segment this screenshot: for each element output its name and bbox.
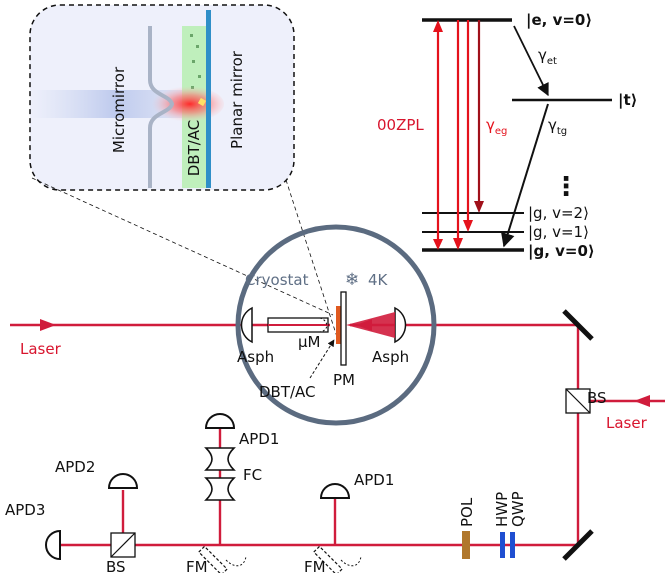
beam-splitter-left <box>110 532 136 558</box>
apd2-label: APD2 <box>55 458 95 476</box>
vibrational-dots: ⋮ <box>553 172 579 202</box>
apd1-top-detector <box>204 413 236 429</box>
laser-left-label: Laser <box>20 340 62 358</box>
e-level-label: |e, v=0⟩ <box>526 11 592 30</box>
micromirror-surface <box>148 26 175 188</box>
flip-mirror-left <box>197 545 247 573</box>
fiber-coupler <box>204 447 236 501</box>
beam-splitter-right <box>565 388 591 414</box>
bs-right-label: BS <box>587 389 607 407</box>
zoom-line-right <box>285 179 339 341</box>
planar-mirror-surface <box>206 10 211 188</box>
emitter-molecule <box>197 97 207 107</box>
cryostat-ring <box>235 224 437 426</box>
asph-left-label: Asph <box>237 348 274 366</box>
polarizer <box>462 531 470 559</box>
g2-level-label: |g, v=2⟩ <box>528 204 589 222</box>
mirror-top-right <box>562 309 594 341</box>
optics: BS BS APD1 APD1 APD2 APD3 FC FM FM POL H… <box>5 309 648 573</box>
cavity-inset: Micromirror DBT/AC Planar mirror <box>29 4 295 191</box>
laser-right-label: Laser <box>606 414 648 432</box>
temperature-label: 4K <box>368 271 389 289</box>
micromirror-label: Micromirror <box>110 66 128 153</box>
apd1-mid-label: APD1 <box>354 471 394 489</box>
flip-mirror-mid <box>312 545 362 573</box>
fc-label: FC <box>243 466 262 484</box>
t-level-label: |t⟩ <box>618 91 638 110</box>
zoom-line-left <box>31 177 334 316</box>
hwp-label: HWP <box>493 492 511 527</box>
gamma-et-label: γet <box>538 46 557 67</box>
apd2-detector <box>107 473 139 489</box>
pm-label: PM <box>333 371 355 389</box>
dbt-ac-label: DBT/AC <box>259 383 316 401</box>
planar-mirror <box>340 291 347 366</box>
cavity-mode-glow <box>148 86 224 122</box>
micromirror-short-label: μM <box>298 333 321 351</box>
zpl-label: 00ZPL <box>377 116 424 134</box>
cryostat: Cryostat ❄ 4K <box>235 224 437 426</box>
gamma-eg-label: γeg <box>486 116 507 137</box>
asph-lens-right <box>394 306 407 344</box>
g0-level-label: |g, v=0⟩ <box>528 242 595 261</box>
phos-arrow <box>501 103 549 248</box>
apd3-detector <box>45 529 61 561</box>
dbt-layer <box>336 306 341 344</box>
cryostat-label: Cryostat <box>245 271 309 289</box>
asph-right-label: Asph <box>372 348 409 366</box>
gamma-tg-label: γtg <box>548 116 567 137</box>
dbt-label: DBT/AC <box>185 120 203 177</box>
apd1-mid-detector <box>319 483 351 499</box>
half-wave-plate <box>500 532 505 558</box>
bs-left-label: BS <box>106 558 126 573</box>
fm-left-label: FM <box>186 558 208 573</box>
qwp-label: QWP <box>509 491 527 527</box>
asph-lens-left <box>240 306 253 344</box>
snowflake-icon: ❄ <box>345 270 359 290</box>
planar-mirror-label: Planar mirror <box>228 50 246 149</box>
pol-label: POL <box>458 497 476 527</box>
g1-level-label: |g, v=1⟩ <box>528 223 589 241</box>
quarter-wave-plate <box>510 532 515 558</box>
apd1-top-label: APD1 <box>239 430 279 448</box>
cavity-components: Asph μM PM DBT/AC Asph <box>237 291 409 401</box>
isc-arrow <box>513 25 549 97</box>
fm-mid-label: FM <box>304 558 326 573</box>
beam-paths <box>10 319 665 547</box>
apd3-label: APD3 <box>5 501 45 519</box>
energy-level-diagram: |e, v=0⟩ |t⟩ |g, v=2⟩ |g, v=1⟩ |g, v=0⟩ … <box>377 11 638 261</box>
mirror-bottom-right <box>562 529 594 561</box>
